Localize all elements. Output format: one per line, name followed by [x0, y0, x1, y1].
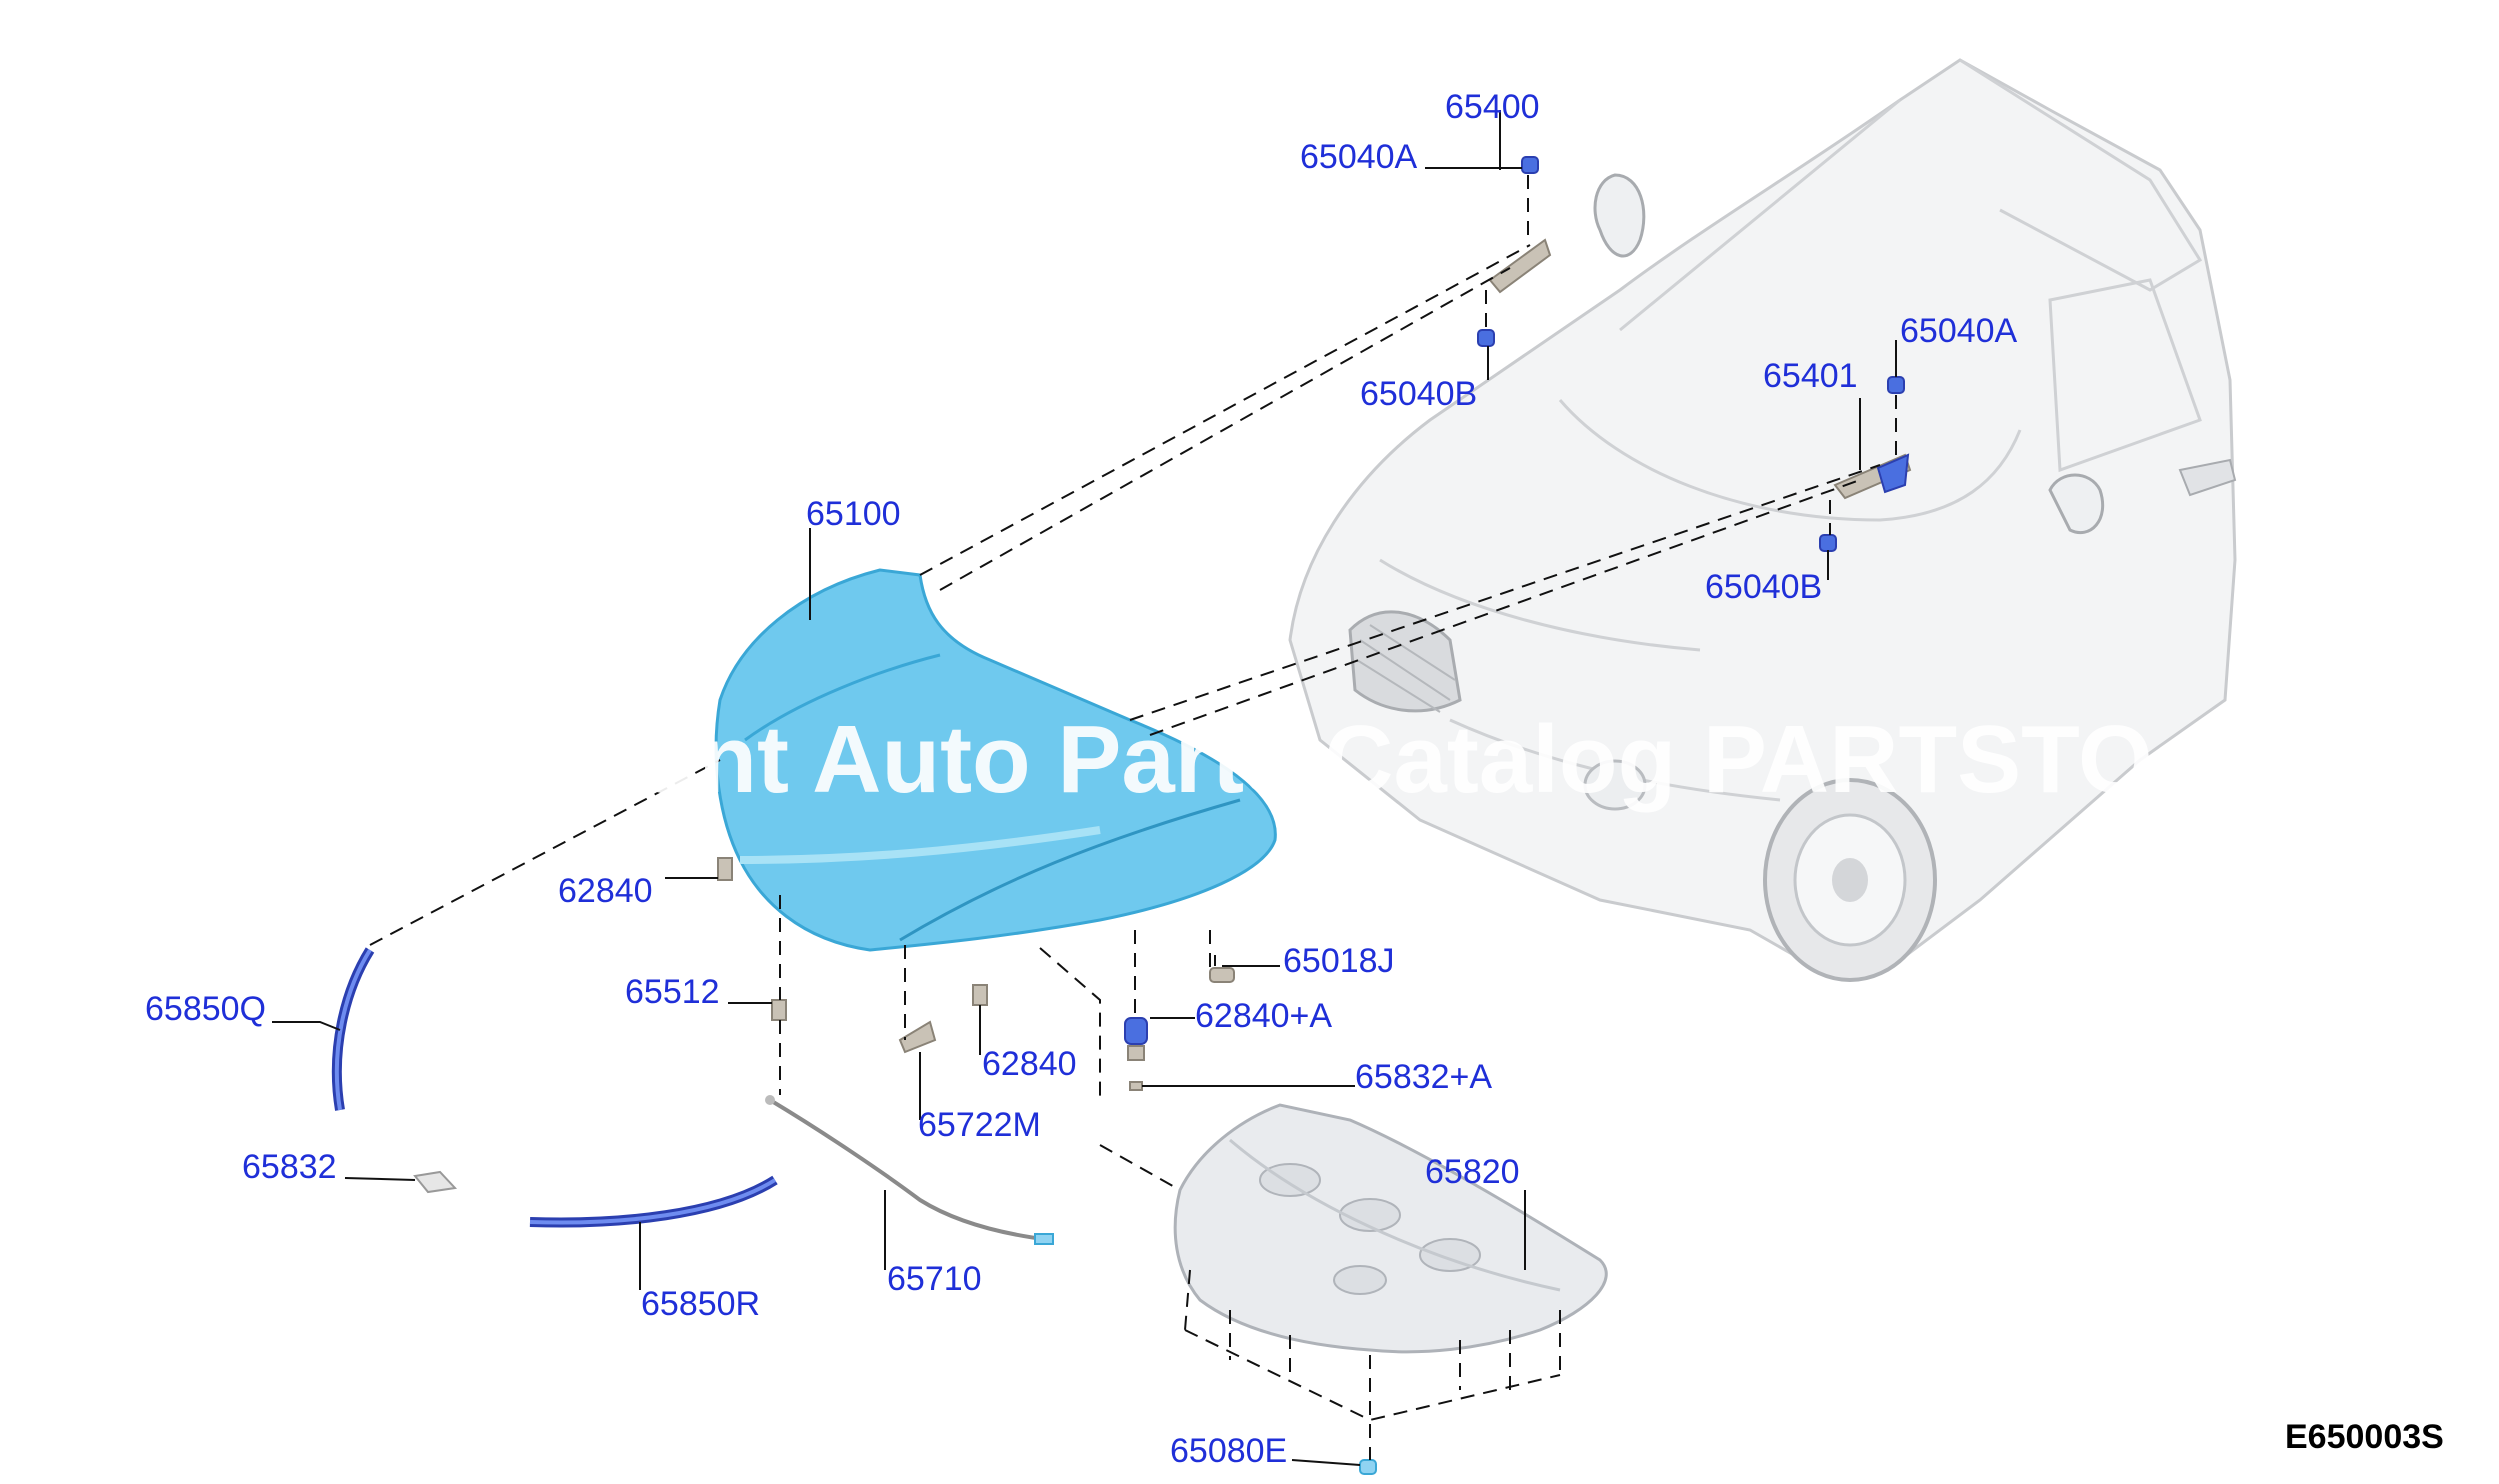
label-65722m: 65722M	[918, 1106, 1041, 1144]
seals	[331, 947, 778, 1228]
label-62840-a: 62840	[558, 872, 653, 910]
bolt-65040b-right	[1819, 534, 1837, 552]
hinges-and-bolts	[1477, 156, 1912, 552]
hood-panel	[714, 568, 1277, 952]
leader-lines	[272, 110, 1897, 1466]
label-65850r: 65850R	[641, 1285, 760, 1323]
label-65512: 65512	[625, 973, 720, 1011]
bolt-65040b-left	[1477, 329, 1495, 347]
clip-65832	[413, 1170, 458, 1194]
label-65401: 65401	[1763, 357, 1858, 395]
label-62840-b: 62840	[982, 1045, 1077, 1083]
label-65018j: 65018J	[1283, 942, 1395, 980]
label-62840a: 62840+A	[1195, 997, 1332, 1035]
vehicle-outline	[1288, 58, 2237, 982]
label-65040a-right: 65040A	[1900, 312, 2018, 350]
bolt-65040a-top	[1521, 156, 1539, 174]
small-parts	[413, 857, 1377, 1475]
assembly-dashed-lines	[369, 175, 1897, 1460]
label-65850q: 65850Q	[145, 990, 266, 1028]
label-65400: 65400	[1445, 88, 1540, 126]
label-65100: 65100	[806, 495, 901, 533]
label-65040a-top: 65040A	[1300, 138, 1418, 176]
bolt-65040a-right	[1887, 376, 1905, 394]
part-65722m	[898, 1020, 937, 1054]
label-65080e: 65080E	[1170, 1432, 1287, 1470]
figure-code: E650003S	[2285, 1418, 2444, 1456]
label-65040b-right: 65040B	[1705, 568, 1822, 606]
label-65040b-left: 65040B	[1360, 375, 1477, 413]
hinge-65400	[1488, 238, 1552, 294]
release-cable	[765, 1095, 1054, 1245]
part-65512	[771, 999, 787, 1021]
part-labels: 65400 65040A 65040B 65040A 65401 65040B …	[145, 88, 2018, 1470]
hood-insulator	[1173, 1103, 1608, 1354]
part-65018j	[1209, 967, 1235, 983]
label-65820: 65820	[1425, 1153, 1520, 1191]
clip-65832a	[1129, 1081, 1143, 1091]
label-65832a: 65832+A	[1355, 1058, 1492, 1096]
bumper-62840-b	[972, 984, 988, 1006]
bumper-62840-a	[717, 857, 733, 881]
label-65832: 65832	[242, 1148, 337, 1186]
part-62840a	[1124, 1017, 1148, 1045]
label-65710: 65710	[887, 1260, 982, 1298]
clip-65080e	[1359, 1459, 1377, 1475]
watermark-text: ant Auto Parts Catalog PARTSTO	[645, 706, 2153, 813]
